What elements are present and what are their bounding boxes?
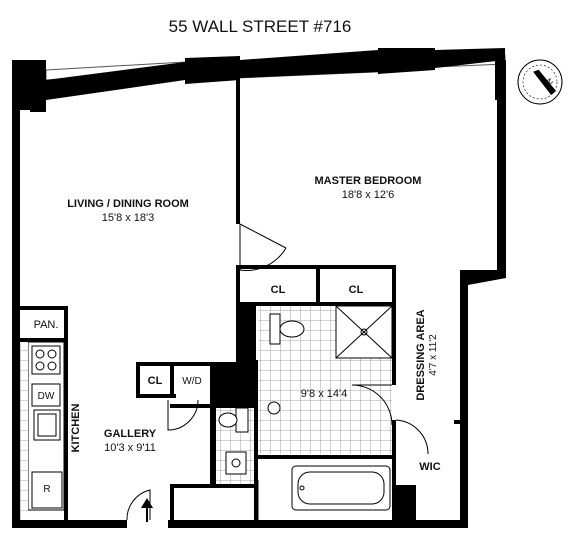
room-size-living: 15'8 x 18'3 xyxy=(102,212,155,224)
plan-title: 55 WALL STREET #716 xyxy=(169,17,352,36)
dressing-size: 4'7 x 11'2 xyxy=(428,334,439,376)
fixtures xyxy=(31,305,393,511)
dishwasher-label: DW xyxy=(38,391,55,402)
interior-walls xyxy=(20,74,460,520)
gallery-size: 10'3 x 9'11 xyxy=(104,442,156,454)
dressing-label: DRESSING AREA xyxy=(415,309,427,400)
kitchen-floor xyxy=(20,342,28,520)
room-size-master: 18'8 x 12'6 xyxy=(342,189,395,201)
door-swings xyxy=(126,223,429,521)
bath-size: 9'8 x 14'4 xyxy=(301,388,347,400)
closet-label-2: CL xyxy=(349,284,364,296)
room-label-living: LIVING / DINING ROOM xyxy=(67,198,189,210)
room-label-master: MASTER BEDROOM xyxy=(315,175,422,187)
exterior-walls xyxy=(12,48,506,528)
gallery-label: GALLERY xyxy=(104,428,157,440)
fridge-label: R xyxy=(43,484,50,495)
pantry-label: PAN. xyxy=(34,319,59,331)
closet-label-1: CL xyxy=(271,284,286,296)
kitchen-label: KITCHEN xyxy=(70,404,82,453)
entry-arrow-icon xyxy=(141,498,153,522)
washer-dryer-label: W/D xyxy=(182,376,201,387)
closet-label-3: CL xyxy=(148,375,163,387)
compass-north: N xyxy=(543,76,555,87)
compass-icon: N xyxy=(517,59,563,105)
wic-label: WIC xyxy=(419,461,440,473)
